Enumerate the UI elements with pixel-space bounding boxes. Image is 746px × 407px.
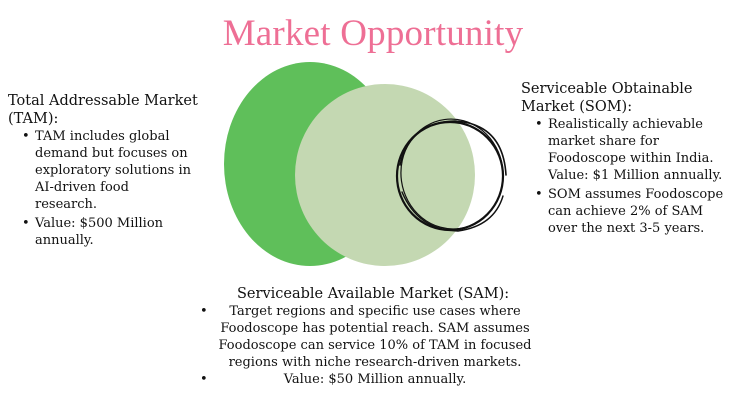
sam-bullet: Target regions and specific use cases wh… bbox=[200, 303, 540, 371]
som-bullet: SOM assumes Foodoscope can achieve 2% of… bbox=[535, 186, 733, 237]
sam-bullet-list: Target regions and specific use cases wh… bbox=[190, 303, 550, 388]
tam-heading: Total Addressable Market (TAM): bbox=[8, 93, 198, 127]
tam-block: Total Addressable Market (TAM): TAM incl… bbox=[8, 92, 208, 251]
tam-bullet: Value: $500 Million annually. bbox=[22, 215, 195, 249]
tam-bullet-list: TAM includes global demand but focuses o… bbox=[22, 128, 195, 249]
som-block: Serviceable Obtainable Market (SOM): Rea… bbox=[521, 80, 741, 239]
sam-block: Serviceable Available Market (SAM): Targ… bbox=[190, 285, 550, 388]
som-bullet: Realistically achievable market share fo… bbox=[535, 116, 733, 184]
som-heading: Serviceable Obtainable Market (SOM): bbox=[521, 81, 693, 115]
som-ring bbox=[395, 118, 507, 232]
sam-circle bbox=[295, 84, 475, 266]
tam-bullet: TAM includes global demand but focuses o… bbox=[22, 128, 195, 213]
som-bullet-list: Realistically achievable market share fo… bbox=[535, 116, 733, 237]
sam-heading: Serviceable Available Market (SAM): bbox=[237, 286, 510, 302]
page-title: Market Opportunity bbox=[222, 13, 524, 54]
sam-bullet: Value: $50 Million annually. bbox=[200, 371, 540, 388]
